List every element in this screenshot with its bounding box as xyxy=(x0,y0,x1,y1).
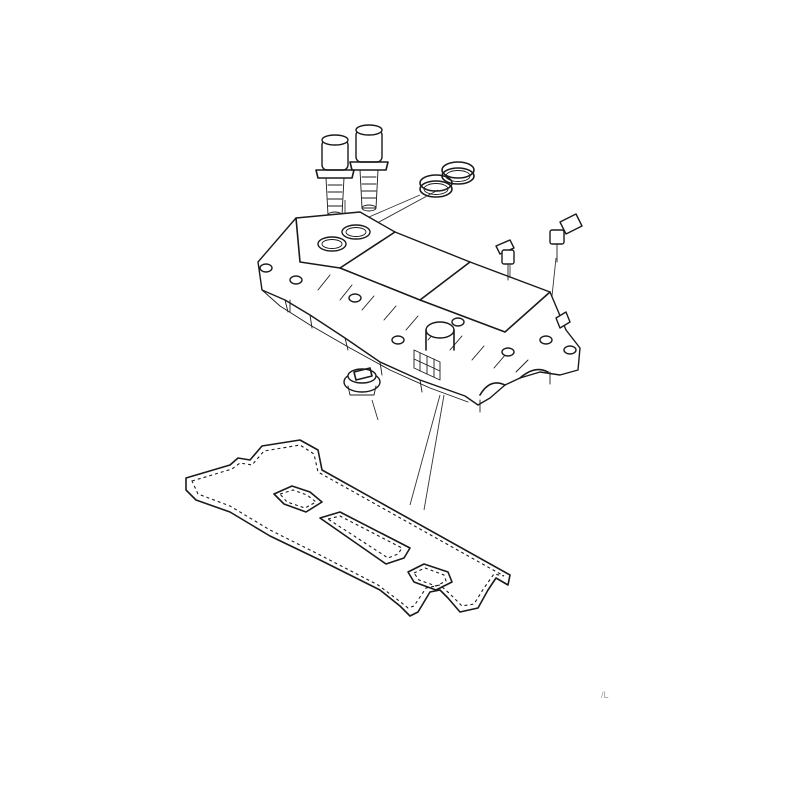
reference-code: /L xyxy=(601,690,609,700)
oil-filler-cap xyxy=(343,367,381,396)
camshaft-sensor xyxy=(495,239,515,281)
vvt-solenoid-left xyxy=(315,134,355,219)
vvt-solenoid-right xyxy=(349,124,389,212)
crankshaft-sensor xyxy=(549,213,583,263)
valve-cover-gasket xyxy=(185,439,511,617)
solenoid-seal-rings xyxy=(419,161,475,198)
valve-cover xyxy=(257,211,581,413)
